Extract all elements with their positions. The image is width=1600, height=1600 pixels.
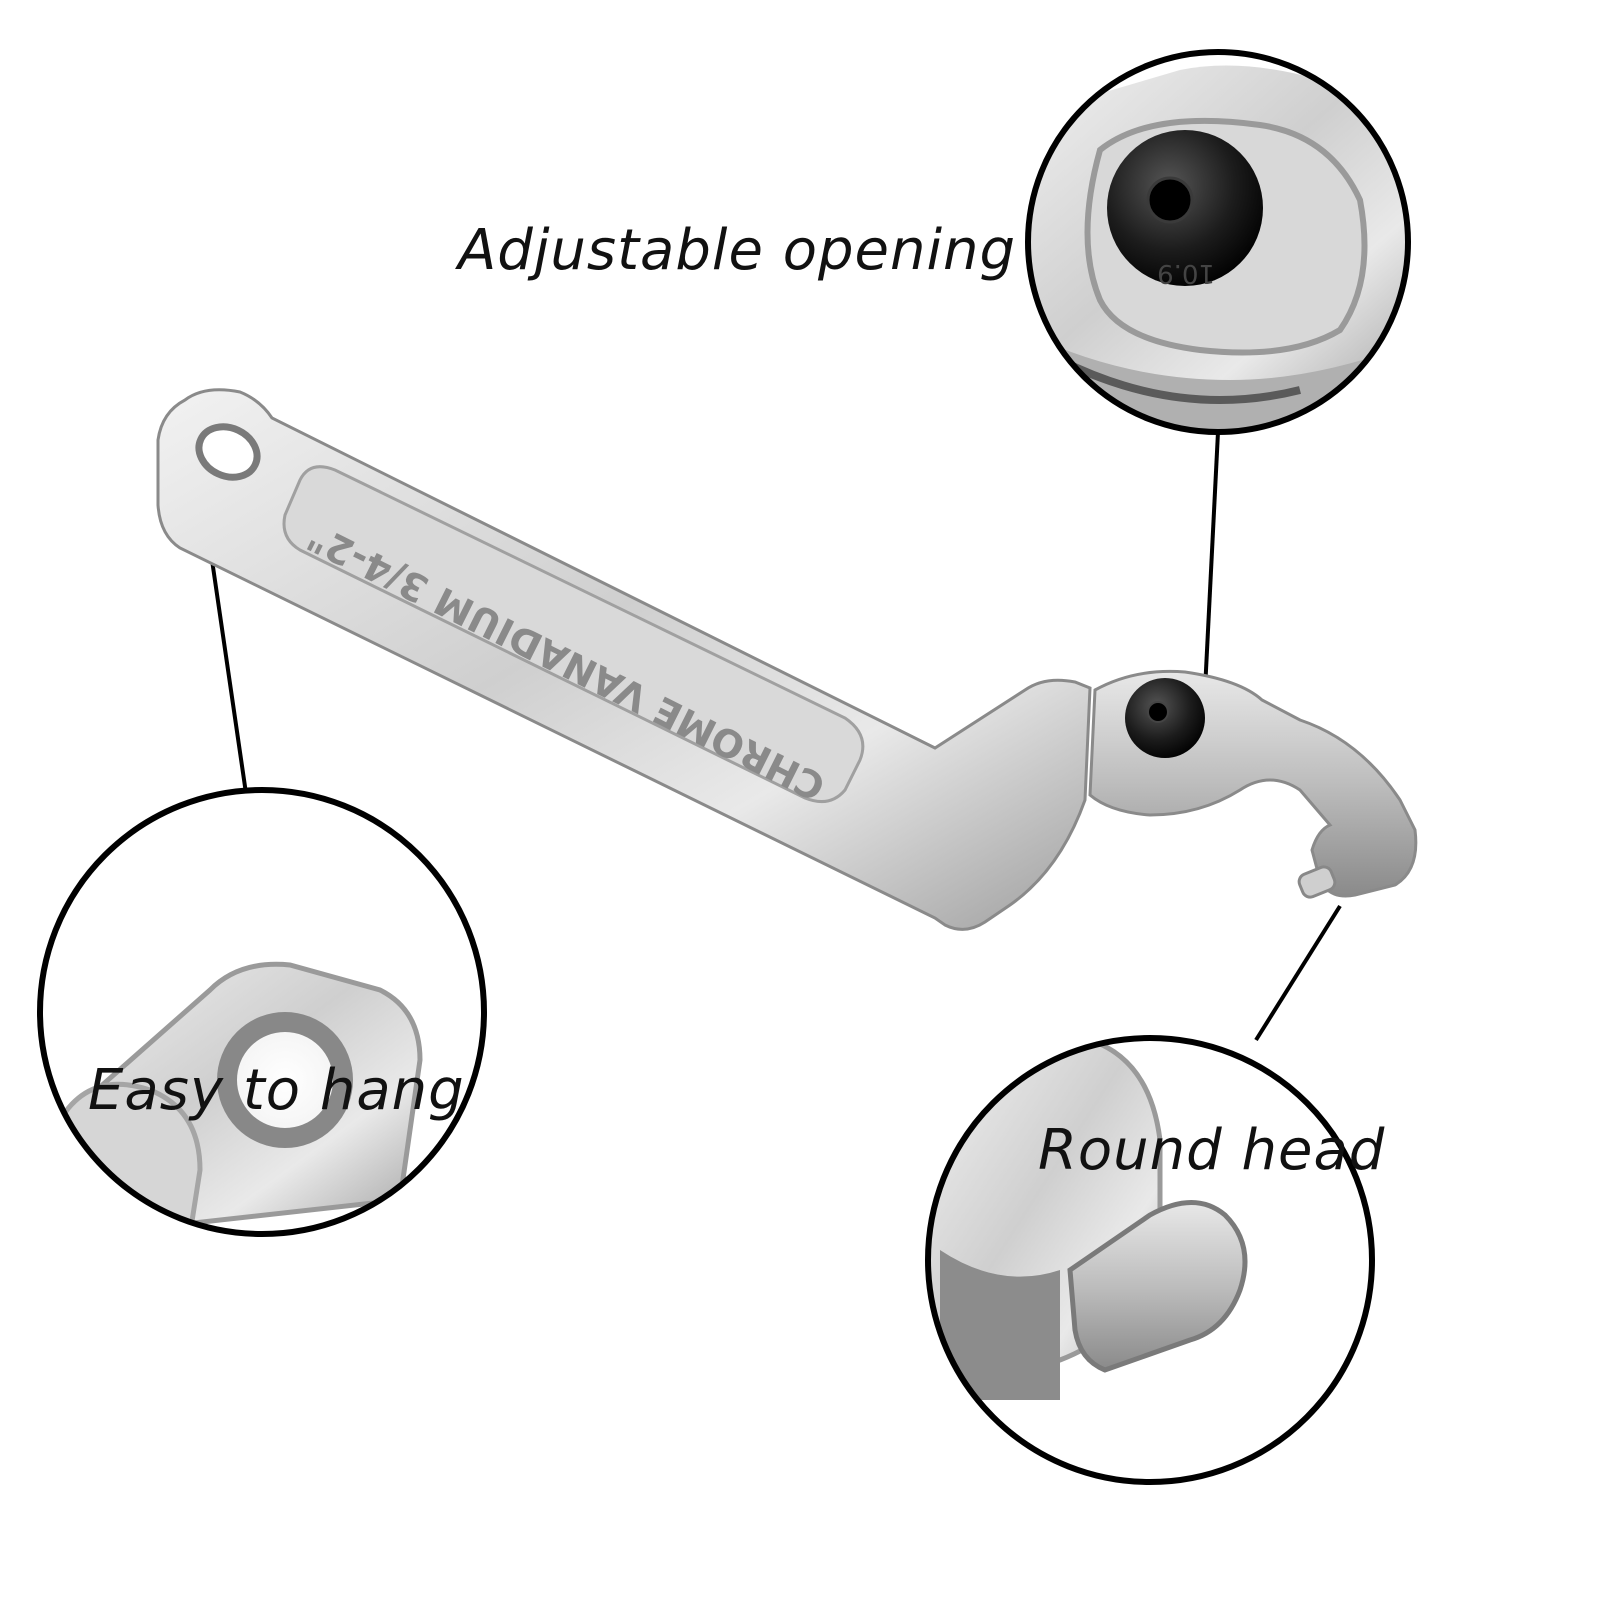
caption-round-head: Round head — [1038, 1118, 1386, 1183]
caption-adjustable-opening: Adjustable opening — [458, 218, 1017, 283]
caption-easy-to-hang: Easy to hang — [88, 1058, 465, 1123]
zoom-bolt-socket-icon — [1146, 176, 1194, 224]
zoom-hanging-hole — [217, 1012, 353, 1148]
hanging-hole — [195, 423, 261, 481]
hook-pin — [1297, 865, 1337, 899]
pivot-bolt-socket-icon — [1147, 701, 1169, 723]
bolt-marking: 10.9 — [1157, 258, 1215, 288]
engraving-panel — [282, 465, 865, 804]
zoom-adjustable-opening: 10.9 — [1025, 49, 1411, 435]
zoom-round-head — [925, 1035, 1375, 1485]
leader-line-adjustable — [1203, 431, 1220, 691]
zoom-round-pin — [1067, 1200, 1248, 1373]
leader-line-round — [1254, 904, 1342, 1042]
zoom-easy-to-hang — [37, 787, 487, 1237]
hook-wrench: CHROME VANADIUM 3/4-2" — [156, 388, 1418, 931]
